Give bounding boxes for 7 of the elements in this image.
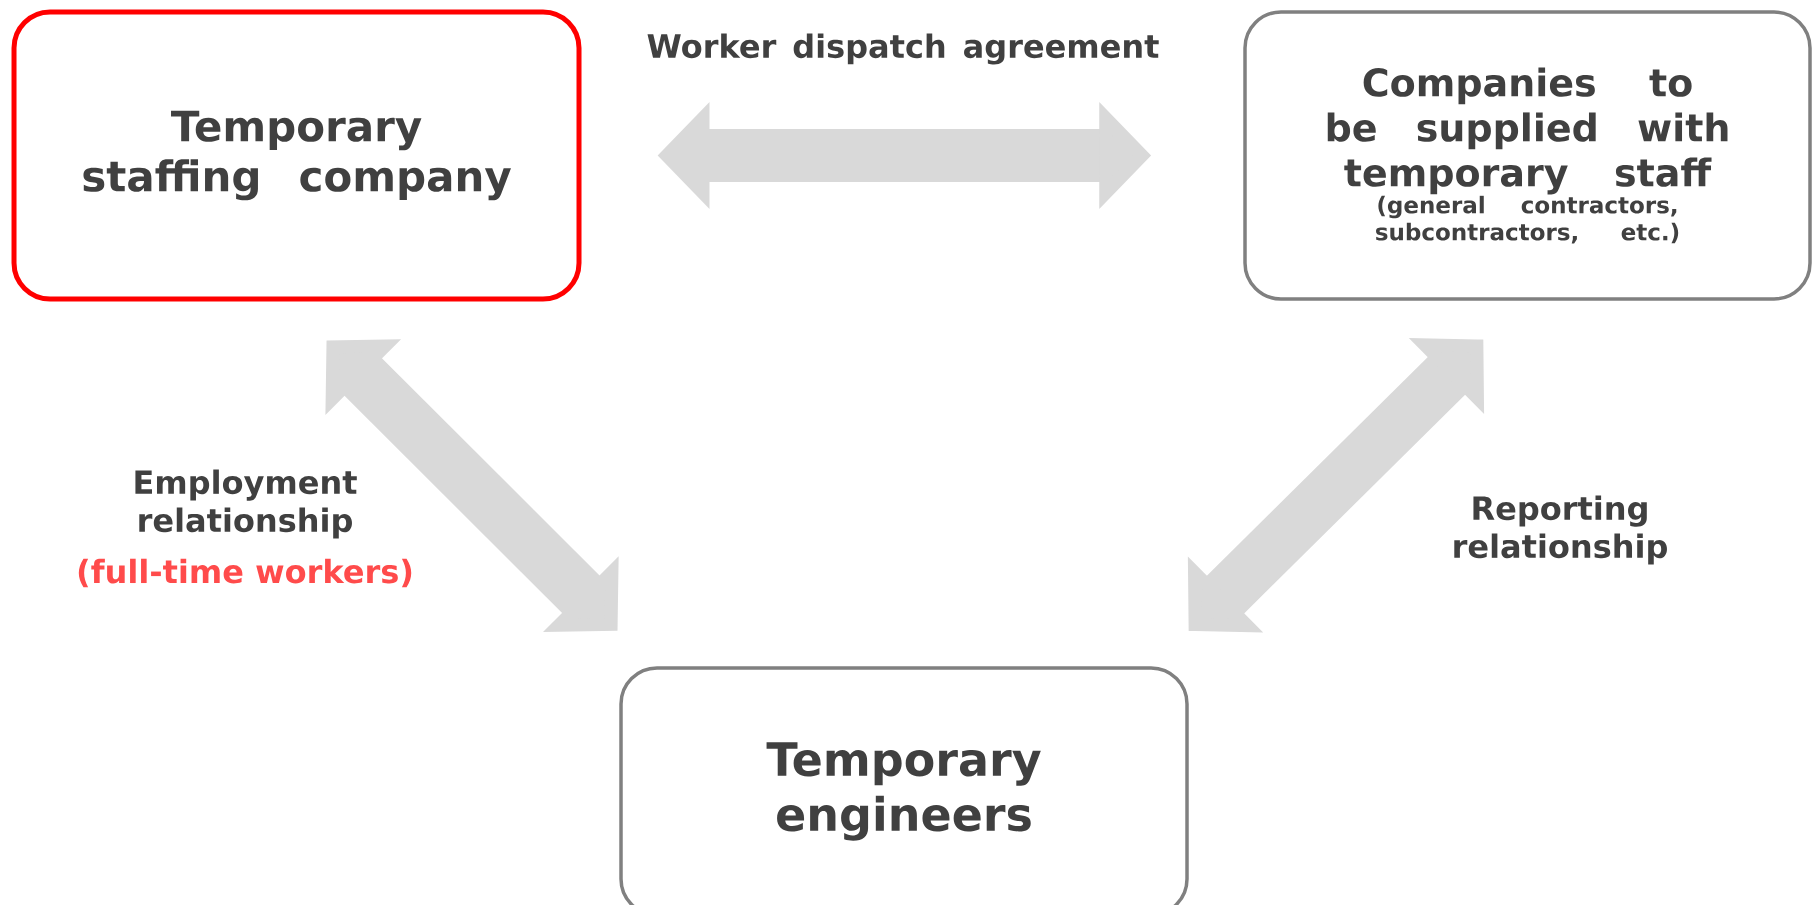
process-box: Companies to be supplied with temporary staff (general contractors, subcontractors, etc.): [1243, 10, 1812, 301]
process-box: Temporary engineers: [619, 666, 1189, 905]
edge-label: Worker dispatch agreement: [647, 33, 1159, 65]
process-box: Temporary staffing company: [11, 9, 582, 302]
edge-label: Reporting relationship: [1454, 495, 1667, 565]
note-label: (full-time workers): [78, 558, 412, 588]
edge-label: Employment relationship: [135, 469, 357, 539]
